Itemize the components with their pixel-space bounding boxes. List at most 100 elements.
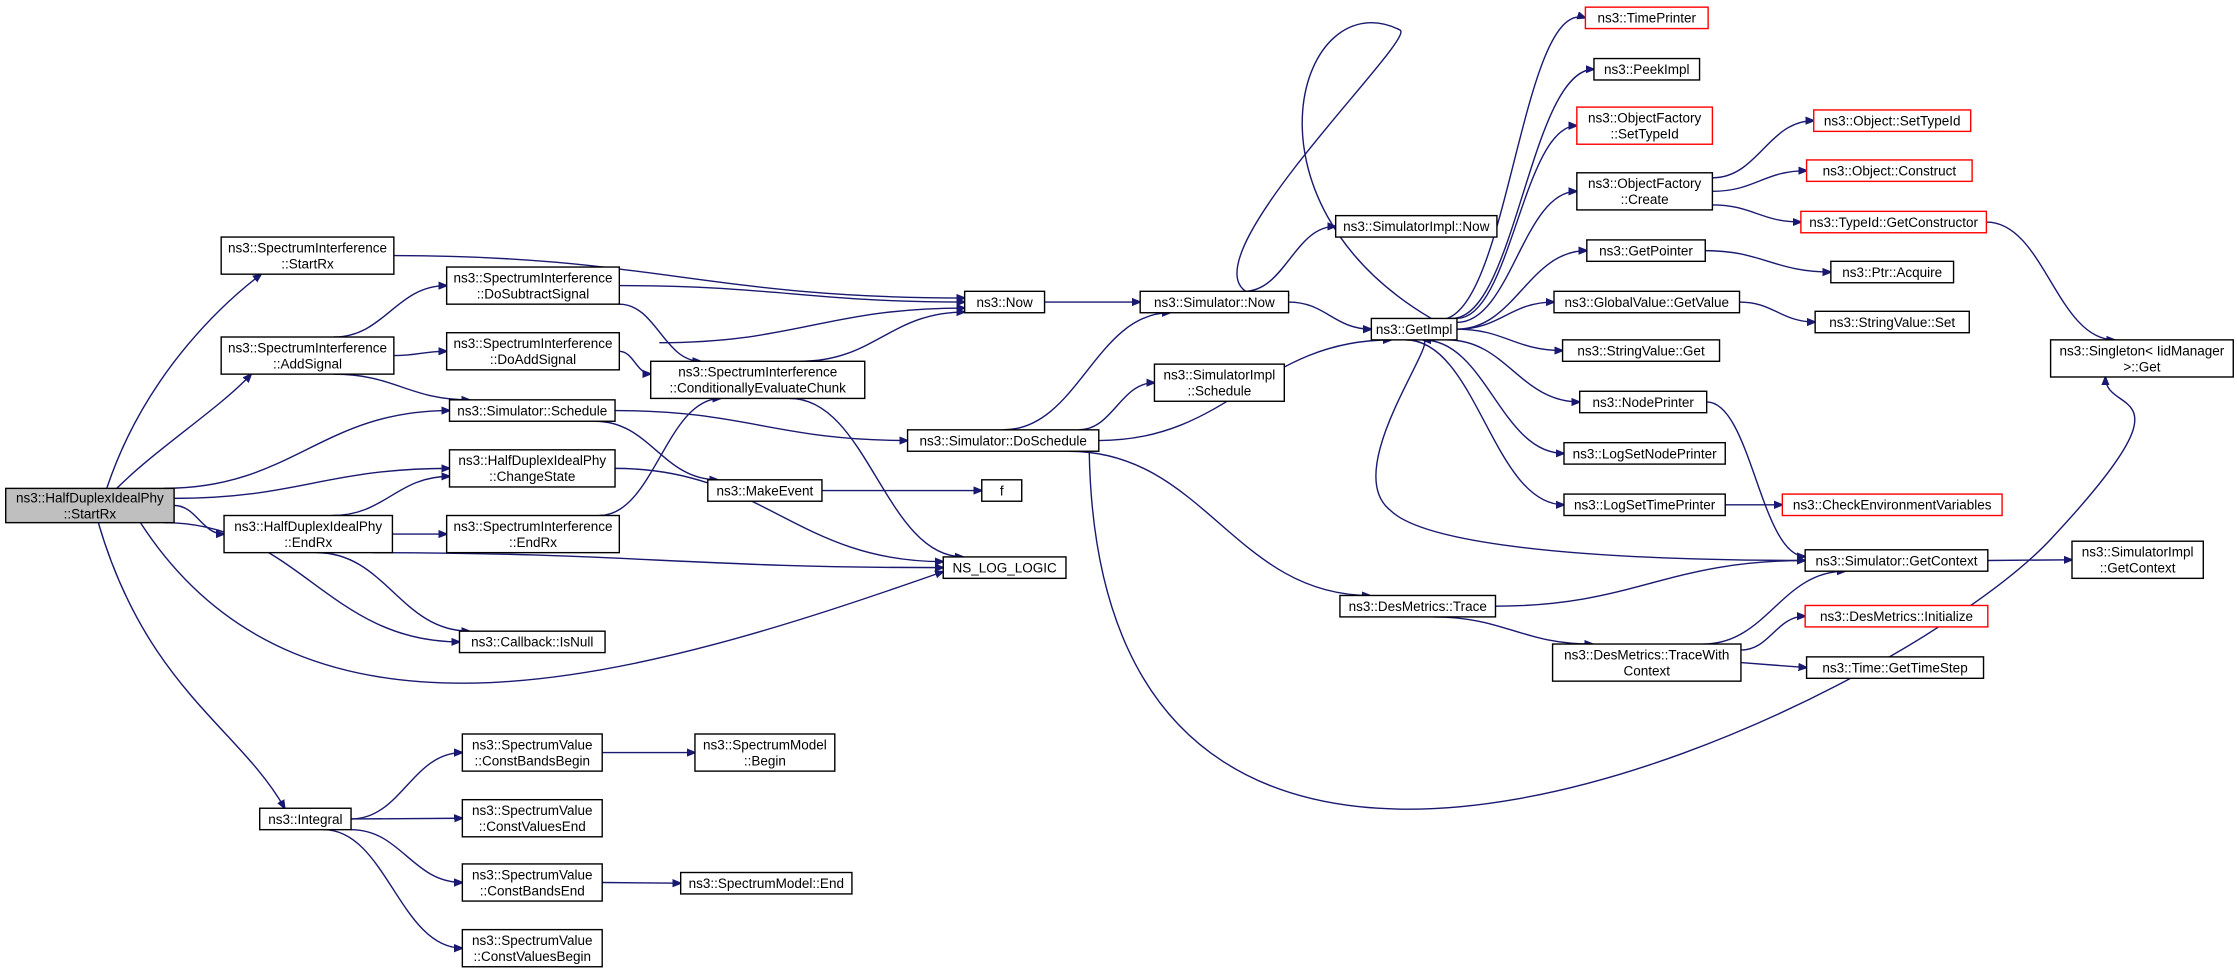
node-box <box>1804 604 1989 628</box>
node-checkenv[interactable]: ns3::CheckEnvironmentVariables <box>1781 493 2003 517</box>
node-label: ns3::CheckEnvironmentVariables <box>1793 498 1992 513</box>
node-sim-now[interactable]: ns3::Simulator::Now <box>1139 290 1290 314</box>
edge-getimpl-logsettimeprinter <box>1405 339 1564 505</box>
node-label: ns3::Simulator::DoSchedule <box>920 433 1087 448</box>
node-sv-cve[interactable]: ns3::SpectrumValue::ConstValuesEnd <box>461 798 603 838</box>
node-sim-getcontext[interactable]: ns3::Simulator::GetContext <box>1804 549 1989 572</box>
node-box <box>1551 643 1742 682</box>
node-box <box>223 514 394 554</box>
node-label: ns3::Simulator::Schedule <box>457 403 607 418</box>
node-sv-cbb[interactable]: ns3::SpectrumValue::ConstBandsBegin <box>461 733 603 772</box>
node-label: ns3::TimePrinter <box>1597 11 1696 26</box>
node-sm-end[interactable]: ns3::SpectrumModel::End <box>679 871 853 895</box>
edge-root-si_addsignal <box>116 374 251 489</box>
edge-si_addsignal-si_doadd <box>393 351 447 357</box>
node-si-startrx[interactable]: ns3::SpectrumInterference::StartRx <box>220 236 395 275</box>
node-simimpl-getcontext[interactable]: ns3::SimulatorImpl::GetContext <box>2071 540 2204 580</box>
node-box <box>1576 172 1714 211</box>
edge-desm_trace-sim_getcontext <box>1495 560 1805 607</box>
node-integral[interactable]: ns3::Integral <box>259 807 352 831</box>
node-sim-doschedule[interactable]: ns3::Simulator::DoSchedule <box>906 429 1100 452</box>
edge-integral-sv_cbb <box>351 753 462 820</box>
node-simimpl-now[interactable]: ns3::SimulatorImpl::Now <box>1334 214 1498 238</box>
node-now[interactable]: ns3::Now <box>963 290 1046 314</box>
node-label: ns3::HalfDuplexIdealPhy <box>458 453 606 468</box>
node-label: ns3::ObjectFactory <box>1588 176 1702 191</box>
edge-si_condeval-nslog <box>789 397 963 557</box>
node-label: ns3::LogSetTimePrinter <box>1574 498 1716 513</box>
node-si-addsignal[interactable]: ns3::SpectrumInterference::AddSignal <box>220 336 395 375</box>
node-cb-isnull[interactable]: ns3::Callback::IsNull <box>458 630 606 654</box>
node-label: ns3::Simulator::GetContext <box>1815 553 1977 568</box>
edge-desm_tracewith-desm_init <box>1740 616 1805 651</box>
node-box <box>707 479 823 502</box>
node-getimpl[interactable]: ns3::GetImpl <box>1370 317 1458 341</box>
node-timeprinter[interactable]: ns3::TimePrinter <box>1584 6 1709 30</box>
node-box <box>445 332 621 371</box>
node-strv-get[interactable]: ns3::StringValue::Get <box>1561 339 1721 362</box>
node-box <box>1586 239 1706 263</box>
node-logsetnodeprinter[interactable]: ns3::LogSetNodePrinter <box>1563 441 1726 465</box>
node-getpointer[interactable]: ns3::GetPointer <box>1586 239 1706 263</box>
node-strv-set[interactable]: ns3::StringValue::Set <box>1814 310 1970 334</box>
node-sv-cbe[interactable]: ns3::SpectrumValue::ConstBandsEnd <box>461 863 603 902</box>
node-sim-schedule[interactable]: ns3::Simulator::Schedule <box>448 399 616 422</box>
node-label: ::StartRx <box>64 506 117 521</box>
node-label: ::ChangeState <box>489 469 575 484</box>
node-of-create[interactable]: ns3::ObjectFactory::Create <box>1576 172 1714 211</box>
node-box <box>458 630 606 654</box>
edge-root-sim_schedule <box>164 411 449 490</box>
node-si-condeval[interactable]: ns3::SpectrumInterference::Conditionally… <box>650 360 866 400</box>
edge-getimpl-of_create <box>1456 191 1577 324</box>
edge-getimpl-sim_now <box>1236 22 1432 320</box>
node-box <box>259 807 352 831</box>
node-label: ::GetContext <box>2100 561 2176 576</box>
node-of-settypeid[interactable]: ns3::ObjectFactory::SetTypeId <box>1576 106 1714 145</box>
node-ptr-acquire[interactable]: ns3::Ptr::Acquire <box>1830 260 1955 284</box>
node-singleton-get[interactable]: ns3::Singleton< IidManager >::Get <box>2049 339 2234 378</box>
node-desm-trace[interactable]: ns3::DesMetrics::Trace <box>1339 594 1497 618</box>
node-label: ns3::Now <box>976 295 1033 310</box>
node-tid-getconstructor[interactable]: ns3::TypeId::GetConstructor <box>1800 210 1988 234</box>
node-label: ns3::SpectrumInterference <box>453 270 612 285</box>
node-si-dosubtract[interactable]: ns3::SpectrumInterference::DoSubtractSig… <box>445 266 621 305</box>
node-sm-begin[interactable]: ns3::SpectrumModel::Begin <box>694 733 836 772</box>
node-hdp-endrx[interactable]: ns3::HalfDuplexIdealPhy::EndRx <box>223 514 394 554</box>
node-label: ns3::Callback::IsNull <box>471 635 593 650</box>
node-si-endrx[interactable]: ns3::SpectrumInterference::EndRx <box>445 514 621 554</box>
node-root[interactable]: ns3::HalfDuplexIdealPhy::StartRx <box>5 487 175 524</box>
node-label: ns3::Object::SetTypeId <box>1824 114 1961 129</box>
edge-root-nslog <box>139 522 943 684</box>
node-time-getts[interactable]: ns3::Time::GetTimeStep <box>1805 656 1985 680</box>
node-nslog[interactable]: NS_LOG_LOGIC <box>942 556 1067 580</box>
edge-root-hdp_changestate <box>174 468 449 500</box>
node-gv-getvalue[interactable]: ns3::GlobalValue::GetValue <box>1553 290 1741 314</box>
node-sv-cvb[interactable]: ns3::SpectrumValue::ConstValuesBegin <box>461 928 603 968</box>
node-simimpl-schedule[interactable]: ns3::SimulatorImpl::Schedule <box>1153 363 1285 402</box>
node-obj-settypeid[interactable]: ns3::Object::SetTypeId <box>1813 109 1972 133</box>
edge-hdp_endrx-hdp_changestate <box>332 476 449 517</box>
node-desm-init[interactable]: ns3::DesMetrics::Initialize <box>1804 604 1989 628</box>
edge-sv_cbe-sm_end <box>602 883 680 884</box>
node-si-doadd[interactable]: ns3::SpectrumInterference::DoAddSignal <box>445 332 621 371</box>
node-label: ::EndRx <box>509 535 557 550</box>
edge-getimpl-timeprinter <box>1446 17 1585 320</box>
edge-si_addsignal-si_dosubtract <box>333 286 447 338</box>
node-hdp-changestate[interactable]: ns3::HalfDuplexIdealPhy::ChangeState <box>448 449 616 488</box>
edge-getimpl-peekimpl <box>1451 69 1594 320</box>
node-makeevent[interactable]: ns3::MakeEvent <box>707 479 823 502</box>
node-label: ns3::DesMetrics::Trace <box>1349 599 1487 614</box>
node-label: NS_LOG_LOGIC <box>952 560 1057 575</box>
node-f[interactable]: f <box>981 479 1023 502</box>
edge-root-hdp_endrx <box>174 504 224 535</box>
node-logsettimeprinter[interactable]: ns3::LogSetTimePrinter <box>1563 493 1726 517</box>
edge-sim_now-simimpl_now <box>1244 226 1336 293</box>
node-obj-construct[interactable]: ns3::Object::Construct <box>1805 159 1973 183</box>
node-peekimpl[interactable]: ns3::PeekImpl <box>1593 57 1701 81</box>
edge-sim_schedule-makeevent <box>595 420 718 480</box>
node-label: ns3::MakeEvent <box>716 483 813 498</box>
node-label: ::ConditionallyEvaluateChunk <box>670 381 847 396</box>
node-nodeprinter[interactable]: ns3::NodePrinter <box>1578 390 1708 414</box>
edge-si_dosubtract-now <box>619 284 964 302</box>
